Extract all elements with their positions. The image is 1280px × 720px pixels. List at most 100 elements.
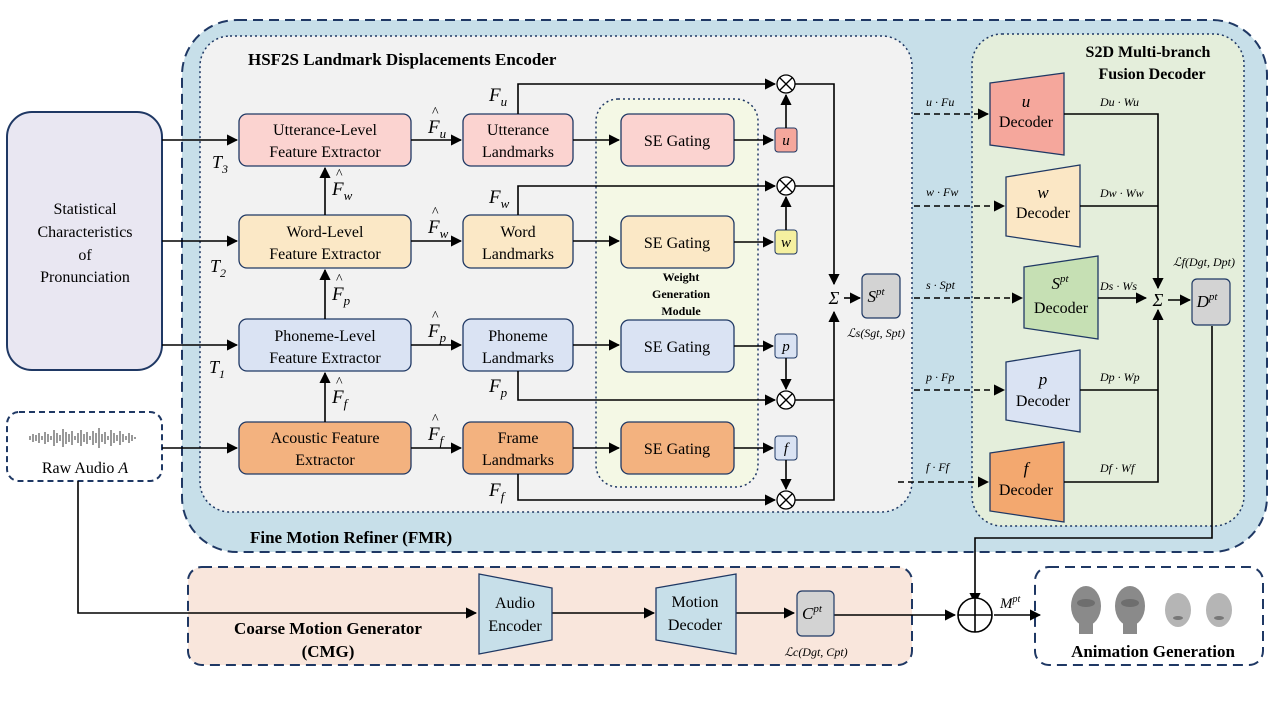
- otimes-w: [776, 176, 796, 196]
- svg-text:Feature Extractor: Feature Extractor: [269, 246, 381, 263]
- svg-text:Phoneme-Level: Phoneme-Level: [274, 328, 376, 345]
- decoder-u: u Decoder: [989, 72, 1065, 156]
- decoder-out-f: Df · Wf: [1099, 461, 1136, 475]
- svg-text:^: ^: [432, 309, 439, 324]
- encoder-arrows: [162, 78, 862, 506]
- svg-text:Landmarks: Landmarks: [482, 246, 554, 263]
- svg-text:w: w: [781, 235, 791, 251]
- svg-text:Phoneme: Phoneme: [488, 328, 548, 345]
- svg-text:Ff: Ff: [331, 387, 350, 411]
- svg-text:Decoder: Decoder: [999, 482, 1054, 499]
- decoder-s: Spt Decoder: [1023, 255, 1099, 340]
- f-w-label: Fw: [488, 187, 510, 211]
- mpt-label: Mpt: [999, 594, 1021, 612]
- f-p-label: Fp: [488, 376, 508, 400]
- svg-text:Motion: Motion: [671, 594, 718, 611]
- f-u-label: Fu: [488, 85, 508, 109]
- t2-label: T2: [210, 256, 226, 280]
- se-gating-frame: SE Gating: [620, 421, 735, 475]
- face-render-1: [1071, 586, 1101, 634]
- svg-text:Audio: Audio: [495, 595, 535, 612]
- fhat-w: Fw^: [427, 205, 449, 241]
- svg-text:Fu: Fu: [427, 117, 447, 141]
- landmarks-frame: Frame Landmarks: [462, 421, 574, 475]
- svg-text:p: p: [1038, 370, 1048, 389]
- stat-label-4: Pronunciation: [40, 269, 130, 286]
- svg-text:SE Gating: SE Gating: [644, 133, 710, 150]
- decoder-title-line1: S2D Multi-branch: [1086, 44, 1211, 61]
- decoder-w: w Decoder: [1005, 164, 1081, 248]
- svg-text:Extractor: Extractor: [295, 452, 355, 469]
- fhat-p-vertical: Fp^: [331, 272, 351, 308]
- svg-text:^: ^: [432, 105, 439, 120]
- svg-text:Ff: Ff: [427, 424, 446, 448]
- dashed-label-s: s · Spt: [926, 278, 956, 292]
- svg-text:^: ^: [336, 167, 343, 182]
- dashed-label-p: p · Fp: [925, 370, 954, 384]
- svg-text:f: f: [1024, 459, 1031, 478]
- landmarks-utterance: Utterance Landmarks: [462, 113, 574, 167]
- cmg-arrows: [77, 481, 1042, 621]
- dashed-label-f: f · Ff: [926, 460, 951, 474]
- decoder-f: f Decoder: [989, 441, 1065, 523]
- wgm-label-1: Weight: [663, 270, 700, 284]
- otimes-u: [776, 74, 796, 94]
- svg-text:Fp: Fp: [331, 284, 351, 308]
- svg-text:SE Gating: SE Gating: [644, 441, 710, 458]
- decoder-out-u: Du · Wu: [1099, 95, 1139, 109]
- animation-title: Animation Generation: [1071, 642, 1235, 661]
- svg-text:Decoder: Decoder: [999, 114, 1054, 131]
- extractor-word: Word-Level Feature Extractor: [238, 214, 412, 269]
- svg-text:^: ^: [432, 205, 439, 220]
- svg-text:^: ^: [432, 412, 439, 427]
- svg-text:Decoder: Decoder: [1034, 300, 1089, 317]
- face-render-2: [1115, 586, 1145, 634]
- face-render-4: [1206, 593, 1232, 627]
- dashed-arrows: [898, 108, 1024, 488]
- svg-text:Decoder: Decoder: [1016, 205, 1071, 222]
- f-f-label: Ff: [488, 480, 507, 504]
- raw-audio-label: Raw Audio A: [42, 460, 128, 477]
- svg-text:Decoder: Decoder: [1016, 393, 1071, 410]
- cmg-title-line1: Coarse Motion Generator: [234, 619, 422, 638]
- stat-box: [6, 111, 163, 371]
- cmg-title-line2: (CMG): [302, 642, 355, 661]
- dashed-label-w: w · Fw: [926, 185, 958, 199]
- svg-text:Utterance: Utterance: [487, 122, 549, 139]
- svg-text:u: u: [1022, 92, 1031, 111]
- weight-w: w: [774, 229, 798, 255]
- sigma-encoder: Σ: [828, 288, 840, 308]
- landmarks-word: Word Landmarks: [462, 214, 574, 269]
- se-gating-utterance: SE Gating: [620, 113, 735, 167]
- svg-text:Landmarks: Landmarks: [482, 144, 554, 161]
- decoder-out-s: Ds · Ws: [1099, 279, 1137, 293]
- extractor-utterance: Utterance-Level Feature Extractor: [238, 113, 412, 167]
- svg-text:SE Gating: SE Gating: [644, 339, 710, 356]
- stat-label-2: Characteristics: [37, 224, 132, 241]
- extractor-phoneme: Phoneme-Level Feature Extractor: [238, 318, 412, 372]
- se-gating-phoneme: SE Gating: [620, 319, 735, 373]
- svg-text:Acoustic Feature: Acoustic Feature: [271, 430, 380, 447]
- svg-text:Cpt: Cpt: [802, 603, 823, 623]
- cpt-box: Cpt: [796, 590, 835, 637]
- svg-text:Dpt: Dpt: [1196, 291, 1219, 311]
- svg-text:^: ^: [336, 375, 343, 390]
- fhat-p: Fp^: [427, 309, 447, 345]
- dpt-box: Dpt: [1191, 278, 1231, 326]
- decoder-out-w: Dw · Ww: [1099, 186, 1144, 200]
- waveform-icon: [29, 428, 136, 448]
- stat-label-3: of: [78, 247, 92, 264]
- svg-text:p: p: [781, 339, 790, 355]
- svg-text:u: u: [782, 133, 790, 149]
- svg-text:Fp: Fp: [427, 321, 447, 345]
- weight-f: f: [774, 435, 798, 461]
- motion-decoder: Motion Decoder: [655, 573, 737, 655]
- svg-text:Utterance-Level: Utterance-Level: [273, 122, 377, 139]
- svg-text:Word-Level: Word-Level: [287, 224, 364, 241]
- otimes-f: [776, 490, 796, 510]
- lc-loss: ℒc(Dgt, Cpt): [784, 645, 847, 659]
- sigma-decoder: Σ: [1152, 290, 1164, 310]
- t1-label: T1: [209, 357, 225, 381]
- weight-p: p: [774, 333, 798, 359]
